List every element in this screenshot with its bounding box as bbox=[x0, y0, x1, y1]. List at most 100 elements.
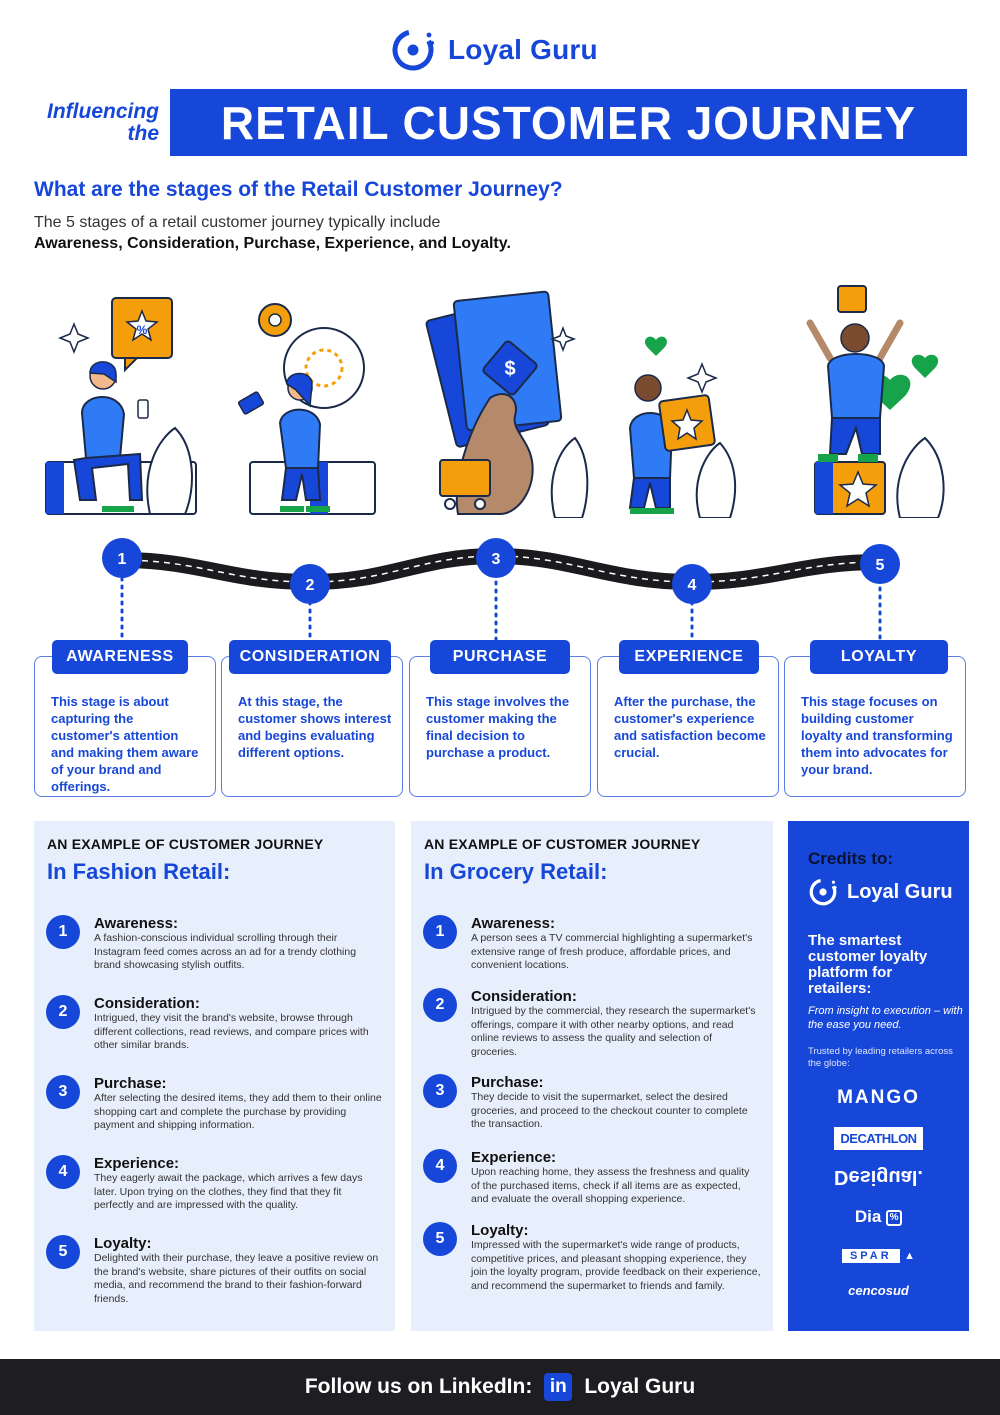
header-prefix: Influencing the bbox=[47, 100, 159, 145]
consideration-illustration bbox=[237, 303, 376, 515]
journey-road: 1 2 3 4 5 bbox=[102, 538, 900, 640]
brand-logo-spar: SPAR ▲ bbox=[788, 1246, 969, 1264]
stage-card-experience: After the purchase, the customer's exper… bbox=[597, 656, 779, 797]
footer-text: Follow us on LinkedIn: bbox=[304, 1375, 533, 1398]
milestone-1 bbox=[102, 538, 142, 578]
svg-text:%: % bbox=[137, 323, 148, 337]
milestone-number: 5 bbox=[876, 557, 885, 574]
stage-description: This stage focuses on building customer … bbox=[801, 694, 953, 777]
brand-logo: Loyal Guru bbox=[390, 26, 598, 74]
stage-label-purchase: PURCHASE bbox=[430, 640, 570, 674]
milestone-number: 4 bbox=[688, 577, 697, 594]
step-number: 4 bbox=[423, 1149, 457, 1183]
milestone-4 bbox=[672, 564, 712, 604]
stage-label-consideration: CONSIDERATION bbox=[229, 640, 391, 674]
milestone-2 bbox=[290, 564, 330, 604]
step-text: A person sees a TV commercial highlighti… bbox=[471, 932, 753, 971]
step-title: Experience: bbox=[94, 1155, 180, 1172]
percent-icon: % bbox=[886, 1209, 903, 1226]
fashion-example-panel: AN EXAMPLE OF CUSTOMER JOURNEY In Fashio… bbox=[34, 821, 395, 1331]
list-item: 1 Awareness: A fashion-conscious individ… bbox=[46, 915, 383, 985]
step-title: Loyalty: bbox=[94, 1235, 152, 1252]
purchase-illustration: $ bbox=[425, 290, 589, 518]
step-text: Impressed with the supermarket's wide ra… bbox=[471, 1239, 761, 1292]
panel-kicker: AN EXAMPLE OF CUSTOMER JOURNEY bbox=[47, 836, 324, 852]
list-item: 4 Experience: They eagerly await the pac… bbox=[46, 1155, 383, 1225]
milestone-number: 2 bbox=[306, 577, 315, 594]
step-text: After selecting the desired items, they … bbox=[94, 1092, 382, 1131]
stage-description: At this stage, the customer shows intere… bbox=[238, 694, 392, 760]
credits-brand-name: Loyal Guru bbox=[847, 880, 953, 903]
step-text: Intrigued, they visit the brand's websit… bbox=[94, 1012, 369, 1051]
grocery-example-panel: AN EXAMPLE OF CUSTOMER JOURNEY In Grocer… bbox=[411, 821, 773, 1331]
footer-brand-link[interactable]: Loyal Guru bbox=[584, 1375, 696, 1398]
step-text: Delighted with their purchase, they leav… bbox=[94, 1252, 379, 1305]
list-item: 5 Loyalty: Delighted with their purchase… bbox=[46, 1235, 383, 1315]
stage-card-consideration: At this stage, the customer shows intere… bbox=[221, 656, 403, 797]
panel-title: In Fashion Retail: bbox=[47, 859, 231, 884]
credits-panel: Credits to: Loyal Guru The smartest cust… bbox=[788, 821, 969, 1331]
step-title: Purchase: bbox=[94, 1075, 167, 1092]
brand-logo-desigual: Desigual. bbox=[834, 1166, 923, 1188]
step-number: 3 bbox=[423, 1074, 457, 1108]
credits-trusted: Trusted by leading retailers across the … bbox=[808, 1046, 953, 1069]
panel-kicker: AN EXAMPLE OF CUSTOMER JOURNEY bbox=[424, 836, 701, 852]
footer: Follow us on LinkedIn: in Loyal Guru bbox=[0, 1359, 1000, 1415]
page-title: RETAIL CUSTOMER JOURNEY bbox=[220, 96, 917, 149]
step-title: Loyalty: bbox=[471, 1222, 529, 1239]
intro-line-1: The 5 stages of a retail customer journe… bbox=[34, 214, 441, 231]
loyalty-illustration bbox=[806, 285, 945, 518]
brand-name: Loyal Guru bbox=[448, 34, 598, 65]
step-text: A fashion-conscious individual scrolling… bbox=[94, 932, 357, 971]
step-text: They decide to visit the supermarket, se… bbox=[471, 1091, 748, 1130]
step-text: They eagerly await the package, which ar… bbox=[94, 1172, 363, 1211]
step-title: Awareness: bbox=[471, 915, 555, 932]
journey-illustrations: % $ bbox=[45, 285, 945, 518]
stage-description: This stage involves the customer making … bbox=[426, 694, 570, 760]
credits-tagline: The smartest customer loyalty platform f… bbox=[808, 932, 928, 997]
step-title: Awareness: bbox=[94, 915, 178, 932]
list-item: 1 Awareness: A person sees a TV commerci… bbox=[423, 915, 761, 985]
step-number: 2 bbox=[46, 995, 80, 1029]
step-text: Intrigued by the commercial, they resear… bbox=[471, 1005, 756, 1058]
stage-label-experience: EXPERIENCE bbox=[619, 640, 759, 674]
spar-text: SPAR bbox=[841, 1249, 900, 1263]
dia-text: Dia bbox=[854, 1207, 882, 1226]
stage-label-loyalty: LOYALTY bbox=[810, 640, 948, 674]
brand-logo-dia: Dia % bbox=[788, 1207, 969, 1227]
list-item: 3 Purchase: They decide to visit the sup… bbox=[423, 1074, 761, 1144]
credits-subtitle: From insight to execution – with the eas… bbox=[808, 1005, 963, 1031]
decathlon-text: DECATHLON bbox=[834, 1127, 923, 1150]
loyal-guru-logo-icon bbox=[809, 878, 837, 906]
stage-card-awareness: This stage is about capturing the custom… bbox=[34, 656, 216, 797]
step-title: Consideration: bbox=[471, 988, 577, 1005]
awareness-illustration: % bbox=[45, 297, 197, 515]
step-number: 1 bbox=[46, 915, 80, 949]
linkedin-icon[interactable]: in bbox=[544, 1373, 573, 1401]
step-title: Experience: bbox=[471, 1149, 557, 1166]
stage-card-loyalty: This stage focuses on building customer … bbox=[784, 656, 966, 797]
title-banner: RETAIL CUSTOMER JOURNEY bbox=[170, 89, 967, 156]
list-item: 5 Loyalty: Impressed with the supermarke… bbox=[423, 1222, 761, 1317]
list-item: 4 Experience: Upon reaching home, they a… bbox=[423, 1149, 761, 1219]
milestone-number: 3 bbox=[492, 551, 501, 568]
step-text: Upon reaching home, they assess the fres… bbox=[471, 1166, 750, 1205]
stage-description: After the purchase, the customer's exper… bbox=[614, 694, 766, 760]
stages-question: What are the stages of the Retail Custom… bbox=[34, 178, 563, 201]
brand-logo-mango: MANGO bbox=[837, 1087, 920, 1108]
step-title: Consideration: bbox=[94, 995, 200, 1012]
list-item: 2 Consideration: Intrigued by the commer… bbox=[423, 988, 761, 1068]
milestone-3 bbox=[476, 538, 516, 578]
step-number: 2 bbox=[423, 988, 457, 1022]
loyal-guru-logo-icon bbox=[392, 29, 434, 71]
intro-line-2: Awareness, Consideration, Purchase, Expe… bbox=[34, 235, 511, 252]
brand-logo-cencosud: cencosud bbox=[848, 1283, 909, 1298]
step-title: Purchase: bbox=[471, 1074, 544, 1091]
milestone-5 bbox=[860, 544, 900, 584]
brand-logo-decathlon: DECATHLON bbox=[788, 1127, 969, 1150]
experience-illustration bbox=[628, 336, 737, 518]
svg-text:$: $ bbox=[504, 358, 515, 380]
credits-title: Credits to: bbox=[808, 849, 893, 868]
step-number: 5 bbox=[46, 1235, 80, 1269]
stage-label-awareness: AWARENESS bbox=[52, 640, 188, 674]
